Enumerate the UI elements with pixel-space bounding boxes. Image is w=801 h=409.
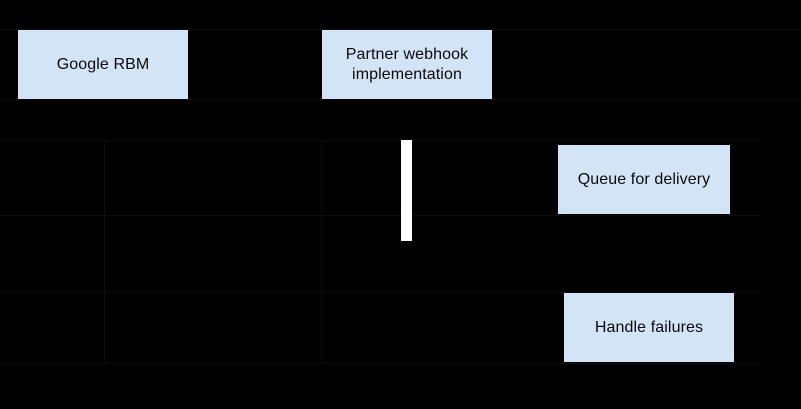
connector-row-bottom-upper-rule [0,292,760,293]
connector-row-mid-lower-rule [0,215,760,216]
connector-row-top-upper-rule [0,29,801,30]
connector-left-column-rule [104,140,105,363]
node-google-rbm-label: Google RBM [56,55,150,73]
node-partner-webhook-implementation-label: Partner webhook implementation [345,45,469,83]
node-google-rbm[interactable]: Google RBM [18,30,188,99]
active-path-marker [401,140,412,241]
connector-row-bottom-lower-rule [0,363,760,364]
node-queue-for-delivery[interactable]: Queue for delivery [558,145,730,214]
node-handle-failures-label: Handle failures [594,318,704,336]
connector-center-column-rule [321,140,322,363]
node-handle-failures[interactable]: Handle failures [564,293,734,362]
connector-row-top-lower-rule [0,99,801,100]
connector-row-mid-upper-rule [0,140,760,141]
node-partner-webhook-implementation[interactable]: Partner webhook implementation [322,30,492,99]
node-queue-for-delivery-label: Queue for delivery [577,170,711,188]
